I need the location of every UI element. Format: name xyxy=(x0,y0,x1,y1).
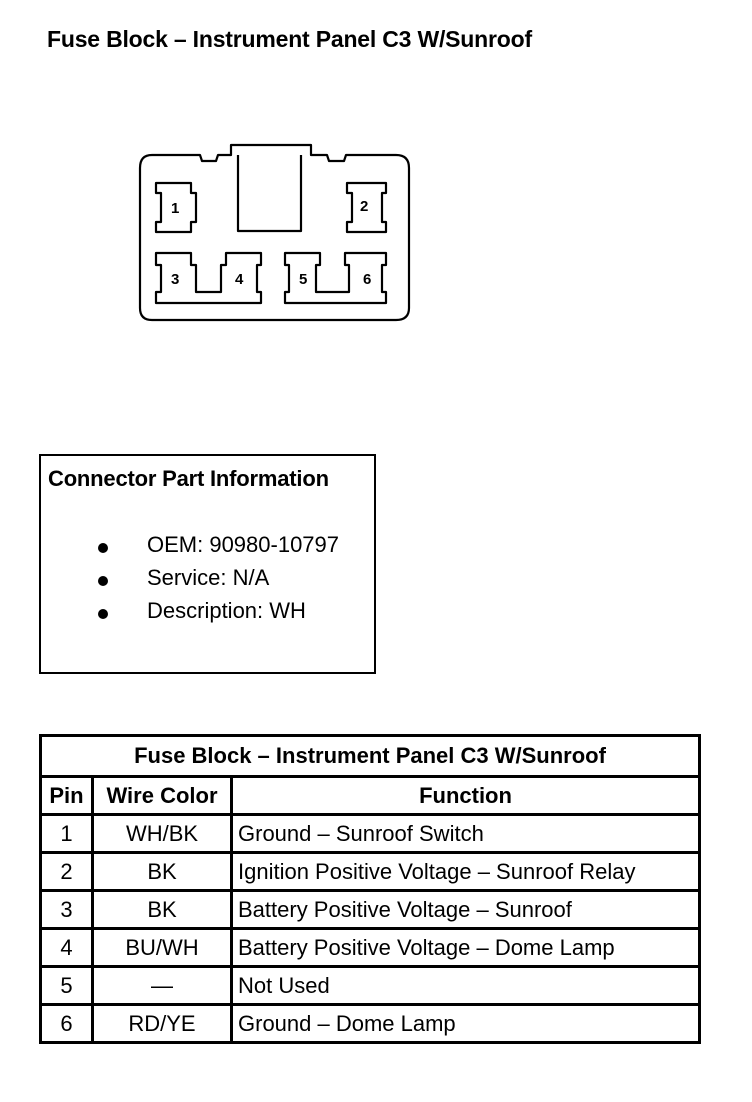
pin-cell: 4 xyxy=(39,927,94,968)
pin-cell: 1 xyxy=(39,813,94,854)
pinout-table: Fuse Block – Instrument Panel C3 W/Sunro… xyxy=(38,734,702,1044)
table-caption: Fuse Block – Instrument Panel C3 W/Sunro… xyxy=(38,734,702,778)
part-info-description: Description: WH xyxy=(147,598,306,623)
part-info-service: Service: N/A xyxy=(147,565,270,590)
pin-6-label: 6 xyxy=(363,271,371,288)
part-info-heading: Connector Part Information xyxy=(48,466,329,491)
function-cell: Ground – Dome Lamp xyxy=(229,1003,702,1044)
pin-cell: 3 xyxy=(39,889,94,930)
table-header-row: Pin Wire Color Function xyxy=(39,775,702,816)
function-cell: Ignition Positive Voltage – Sunroof Rela… xyxy=(229,851,702,892)
pin-4-label: 4 xyxy=(235,271,244,288)
pin-1-label: 1 xyxy=(171,200,179,217)
pin-3-label: 3 xyxy=(171,271,179,288)
table-row: 6 RD/YE Ground – Dome Lamp xyxy=(39,1003,702,1044)
connector-outline: 1 2 3 4 5 6 xyxy=(138,143,411,322)
bullet-icon xyxy=(98,609,108,619)
pin-cell: 5 xyxy=(39,965,94,1006)
wire-color-cell: — xyxy=(91,965,233,1006)
column-header-wire-color: Wire Color xyxy=(91,775,233,816)
connector-face-diagram: 1 2 3 4 5 6 xyxy=(130,135,430,335)
pin-cell: 6 xyxy=(39,1003,94,1044)
pin-cell: 2 xyxy=(39,851,94,892)
function-cell: Not Used xyxy=(229,965,702,1006)
wire-color-cell: WH/BK xyxy=(91,813,233,854)
table-row: 3 BK Battery Positive Voltage – Sunroof xyxy=(39,889,702,930)
table-row: 5 — Not Used xyxy=(39,965,702,1006)
column-header-pin: Pin xyxy=(39,775,94,816)
column-header-function: Function xyxy=(229,775,702,816)
bullet-icon xyxy=(98,576,108,586)
bullet-icon xyxy=(98,543,108,553)
function-cell: Ground – Sunroof Switch xyxy=(229,813,702,854)
function-cell: Battery Positive Voltage – Dome Lamp xyxy=(229,927,702,968)
wire-color-cell: BU/WH xyxy=(91,927,233,968)
diagram-title: Fuse Block – Instrument Panel C3 W/Sunro… xyxy=(47,26,532,52)
wire-color-cell: RD/YE xyxy=(91,1003,233,1044)
function-cell: Battery Positive Voltage – Sunroof xyxy=(229,889,702,930)
pin-2-label: 2 xyxy=(360,198,368,215)
table-row: 2 BK Ignition Positive Voltage – Sunroof… xyxy=(39,851,702,892)
part-info-oem: OEM: 90980-10797 xyxy=(147,532,340,557)
table-row: 4 BU/WH Battery Positive Voltage – Dome … xyxy=(39,927,702,968)
table-row: 1 WH/BK Ground – Sunroof Switch xyxy=(39,813,702,854)
pin-5-label: 5 xyxy=(299,271,307,288)
wire-color-cell: BK xyxy=(91,851,233,892)
connector-part-info-box: Connector Part Information OEM: 90980-10… xyxy=(39,454,376,674)
wire-color-cell: BK xyxy=(91,889,233,930)
